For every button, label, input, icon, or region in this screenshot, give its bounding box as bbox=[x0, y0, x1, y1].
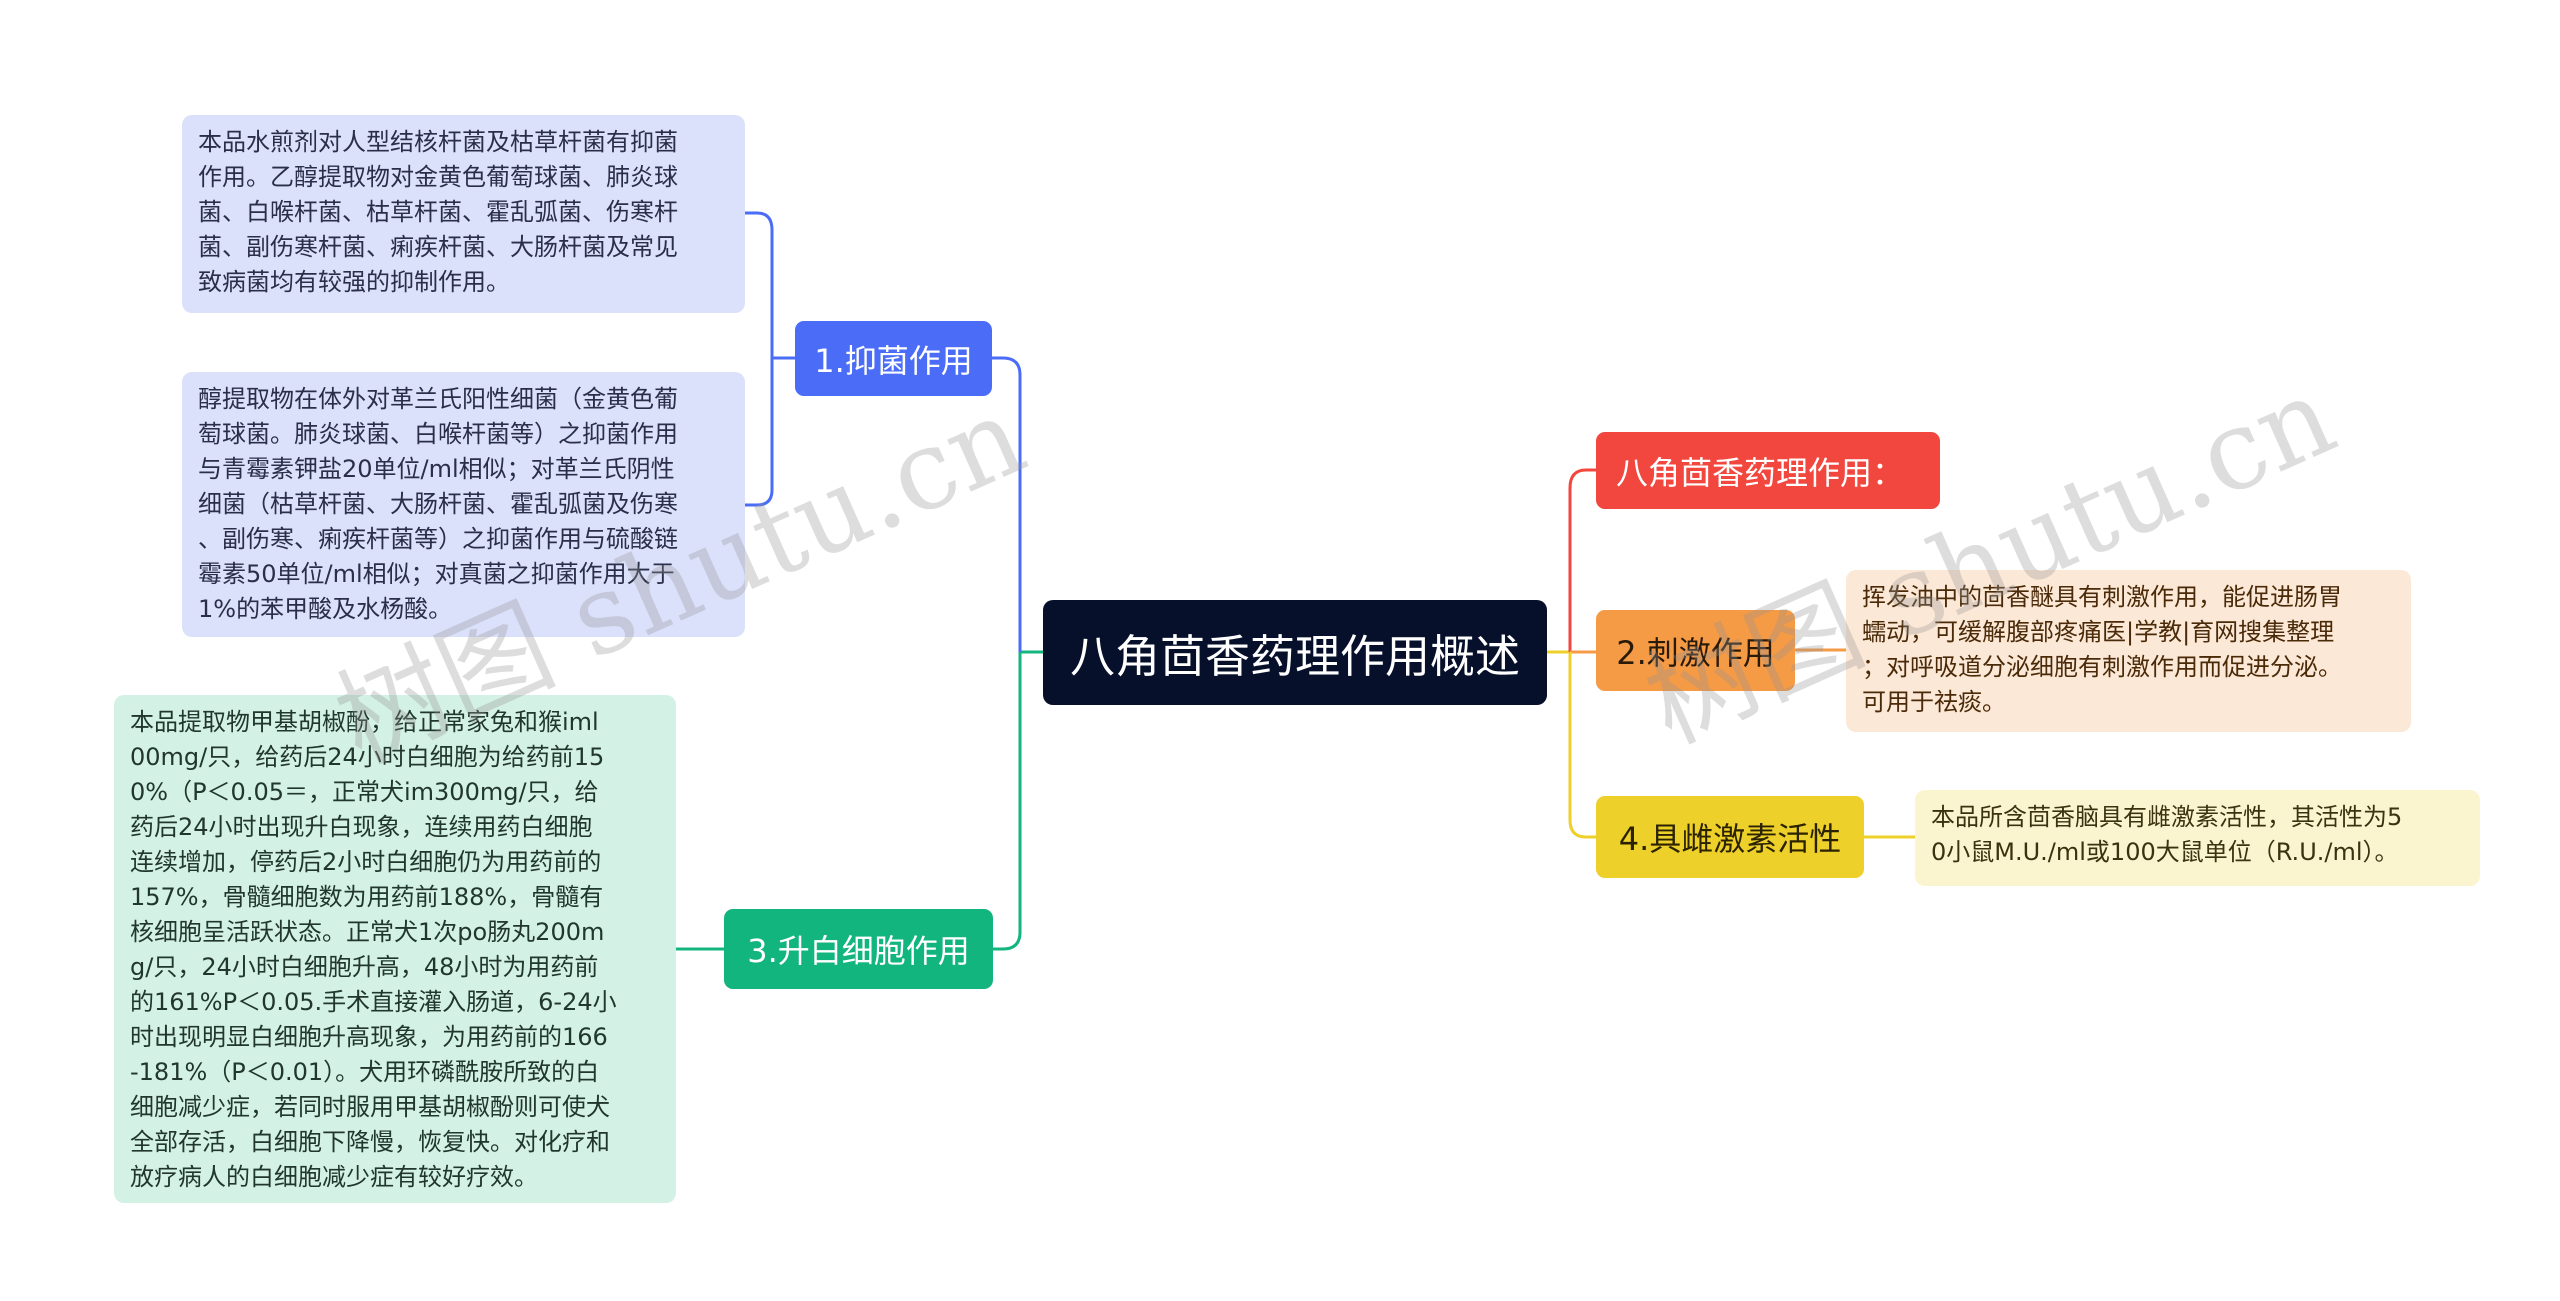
leaf-stimulation[interactable]: 挥发油中的茴香醚具有刺激作用，能促进肠胃 蠕动，可缓解腹部疼痛医|学教|育网搜集… bbox=[1846, 570, 2411, 732]
connector-b1-leaf-b bbox=[745, 358, 774, 507]
leaf-leukocyte[interactable]: 本品提取物甲基胡椒酚，给正常家兔和猴iml 00mg/只，给药后24小时白细胞为… bbox=[114, 695, 676, 1203]
branch-leukocyte-label: 3.升白细胞作用 bbox=[747, 932, 970, 970]
branch-antibacterial[interactable]: 1.抑菌作用 bbox=[795, 321, 992, 396]
root-node[interactable]: 八角茴香药理作用概述 bbox=[1043, 600, 1547, 705]
root-label: 八角茴香药理作用概述 bbox=[1069, 630, 1520, 683]
leaf-antibacterial-decoction[interactable]: 本品水煎剂对人型结核杆菌及枯草杆菌有抑菌 作用。乙醇提取物对金黄色葡萄球菌、肺炎… bbox=[182, 115, 745, 313]
leaf-antibacterial-alcohol-extract[interactable]: 醇提取物在体外对革兰氏阳性细菌（金黄色葡 萄球菌。肺炎球菌、白喉杆菌等）之抑菌作… bbox=[182, 372, 745, 637]
branch-stimulation-label: 2.刺激作用 bbox=[1616, 633, 1775, 672]
branch-pharmacology-label: 八角茴香药理作用： bbox=[1616, 453, 1905, 492]
connector-right-estro bbox=[1568, 652, 1596, 839]
connector-b1-leaf-a bbox=[745, 211, 795, 360]
leaf-estrogen[interactable]: 本品所含茴香脑具有雌激素活性，其活性为5 0小鼠M.U./ml或100大鼠单位（… bbox=[1915, 790, 2480, 886]
connector-left-trunk-down bbox=[993, 652, 1022, 951]
connector-right-pharm bbox=[1568, 468, 1596, 652]
connector-left-trunk-up bbox=[992, 356, 1022, 652]
branch-antibacterial-label: 1.抑菌作用 bbox=[814, 341, 973, 380]
branch-stimulation[interactable]: 2.刺激作用 bbox=[1596, 610, 1795, 691]
branch-leukocyte[interactable]: 3.升白细胞作用 bbox=[724, 909, 993, 989]
branch-estrogen-label: 4.具雌激素活性 bbox=[1618, 820, 1842, 858]
branch-pharmacology[interactable]: 八角茴香药理作用： bbox=[1596, 432, 1940, 509]
branch-estrogen[interactable]: 4.具雌激素活性 bbox=[1596, 796, 1864, 878]
